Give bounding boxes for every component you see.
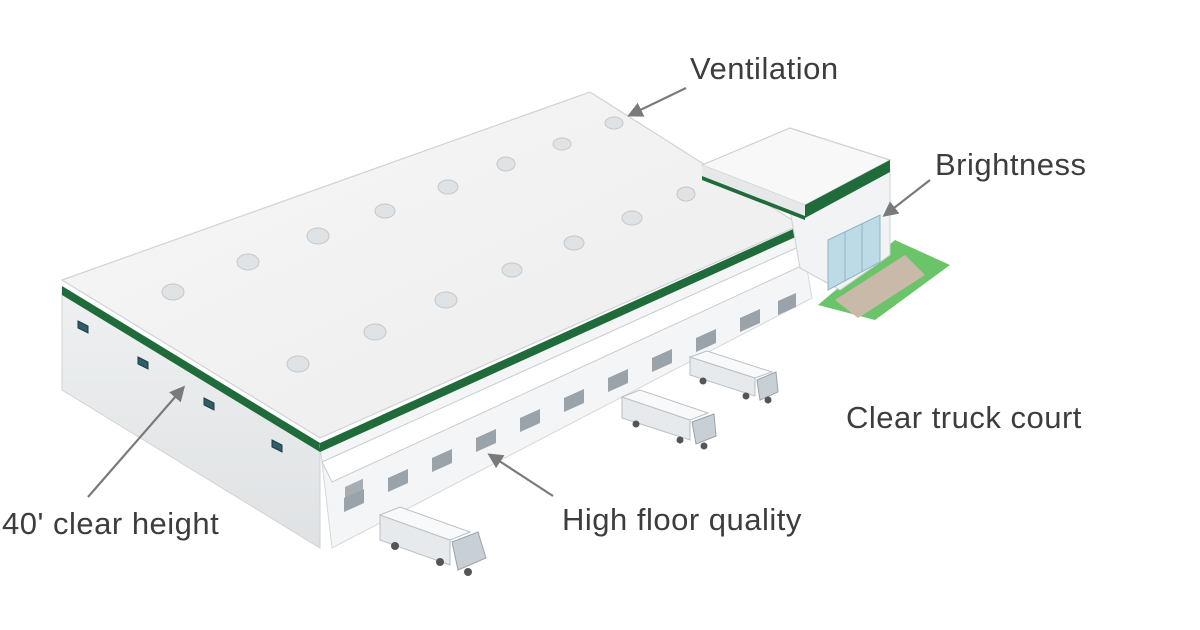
lawn-area <box>818 240 950 320</box>
truck-3 <box>688 350 779 404</box>
callout-arrows <box>87 87 931 498</box>
brightness-label: Brightness <box>935 147 1087 182</box>
side-windows <box>77 320 283 453</box>
truck-2 <box>620 389 717 450</box>
dock-doors <box>345 478 363 501</box>
high-floor-quality-label: High floor quality <box>562 502 802 537</box>
arrow-brightness <box>882 179 931 217</box>
clear-truck-court-label: Clear truck court <box>846 400 1082 435</box>
clear-height-label: 40' clear height <box>2 506 220 541</box>
end-wall-left <box>61 286 321 549</box>
roof-vents <box>161 116 696 373</box>
office-block <box>700 127 892 291</box>
truck-1 <box>378 506 487 576</box>
dock-wall <box>319 226 813 549</box>
ventilation-label: Ventilation <box>690 51 839 86</box>
arrow-ventilation <box>627 87 687 117</box>
arrow-clear-height <box>87 385 186 498</box>
arrow-floor-quality <box>487 453 554 497</box>
